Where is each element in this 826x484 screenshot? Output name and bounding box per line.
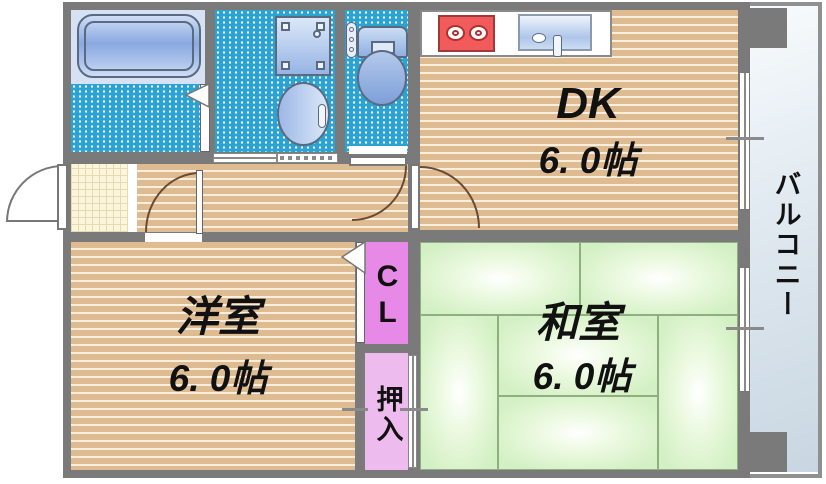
wall-bath-washroom	[205, 10, 215, 152]
balcony-label: バルコニー	[770, 170, 801, 320]
tatami-mat	[658, 315, 738, 470]
dk-room-size: 6. 0帖	[538, 140, 638, 181]
tatami-mat	[498, 315, 658, 396]
japanese-room-window-tick	[726, 327, 764, 330]
balcony-rail-top	[750, 2, 818, 6]
control-dot	[349, 37, 354, 42]
oshiire-label: 押入	[372, 385, 403, 445]
japanese-room-floor	[420, 242, 738, 470]
wall-washroom-toilet	[335, 10, 345, 152]
sink-faucet	[553, 35, 562, 57]
pan-corner	[281, 61, 290, 70]
wall-top	[63, 2, 750, 10]
dk-door-leaf	[410, 164, 420, 230]
bathtub-icon	[77, 14, 201, 78]
oshiire-sliding-door	[408, 355, 417, 468]
balcony-rail-bottom	[750, 474, 818, 478]
kitchen-sink-icon	[518, 14, 592, 57]
wall-dk-bottom	[420, 230, 750, 242]
wall-closet-divider	[355, 344, 420, 353]
pan-corner	[316, 61, 325, 70]
oshiire-tick-left	[342, 408, 368, 411]
closet-door-arrow-icon	[340, 241, 366, 275]
bathroom-floor-tile	[71, 84, 205, 152]
dk-window-tick	[726, 137, 764, 140]
washbasin-faucet	[318, 104, 326, 128]
burner-ring	[475, 30, 482, 36]
toilet-door-gap	[349, 146, 407, 154]
balcony-notch-bottom	[750, 432, 787, 472]
oshiire-area	[365, 353, 408, 470]
balcony-notch-top	[750, 8, 787, 48]
western-room-door-leaf	[196, 170, 203, 234]
balcony-rail-right	[818, 2, 822, 478]
entrance-door-leaf	[57, 164, 68, 230]
bathroom-door-strip	[200, 84, 210, 152]
japanese-room-label: 和室	[535, 299, 620, 346]
bathtub-inner-rim	[84, 21, 194, 71]
oshiire-tick-right	[400, 408, 428, 411]
washroom-sliding-door	[213, 153, 277, 163]
western-room-floor	[71, 242, 355, 470]
genkan-step	[128, 164, 137, 232]
wall-closet-left	[355, 242, 365, 470]
washbasin-icon	[277, 82, 330, 146]
burner-ring	[452, 30, 459, 36]
washroom-threshold	[277, 153, 338, 163]
western-room-size: 6. 0帖	[168, 358, 268, 399]
tatami-mat	[498, 396, 658, 470]
closet-area	[365, 242, 408, 344]
control-dot	[349, 47, 354, 52]
balcony-floor	[750, 5, 818, 472]
dk-room-label: DK	[556, 79, 620, 128]
japanese-room-size: 6. 0帖	[532, 356, 632, 397]
closet-label: CL	[371, 259, 404, 332]
wall-hall-bottom	[63, 232, 420, 242]
pan-drain	[313, 30, 321, 38]
western-room-door-gap	[145, 233, 202, 242]
entrance-genkan-tile	[71, 164, 128, 232]
toilet-door-leaf	[349, 156, 407, 166]
closet-door-strip	[356, 242, 365, 343]
tatami-mat	[420, 315, 498, 470]
toilet-icon	[357, 50, 407, 106]
pan-corner	[316, 22, 325, 31]
washing-machine-pan-icon	[275, 16, 331, 76]
folding-door-arrow-icon	[184, 83, 210, 109]
control-dot	[349, 27, 354, 32]
pan-corner	[281, 22, 290, 31]
stove-burner	[469, 25, 488, 41]
tatami-mat	[580, 242, 738, 315]
gas-stove-icon	[438, 15, 495, 52]
tatami-mat	[420, 242, 580, 315]
wall-bottom	[63, 470, 750, 478]
entrance-door-swing	[6, 165, 63, 222]
sink-drain	[532, 33, 546, 43]
western-room-label: 洋室	[175, 293, 260, 340]
toilet-control-panel	[346, 22, 357, 58]
dk-balcony-window	[739, 72, 750, 210]
stove-burner	[446, 25, 465, 41]
